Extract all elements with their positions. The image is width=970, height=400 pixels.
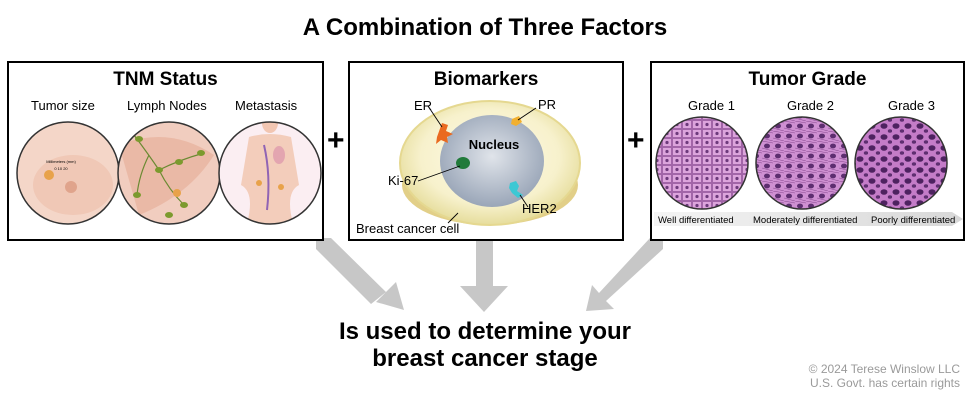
copyright-line-2: U.S. Govt. has certain rights	[809, 376, 960, 390]
lymph-nodes-illustration	[118, 122, 220, 224]
grade-3-tissue	[855, 117, 947, 209]
cell-illustration: Nucleus ER PR Ki-67 HER2 Breast cancer c…	[356, 97, 581, 236]
grade-1-tissue	[656, 117, 748, 209]
poorly-differentiated-label: Poorly differentiated	[871, 215, 955, 226]
nucleus-label: Nucleus	[469, 137, 520, 152]
center-arrow	[460, 241, 508, 312]
differentiation-arrow	[654, 212, 963, 226]
result-line-1: Is used to determine your	[338, 318, 632, 345]
plus-sign-1: +	[327, 124, 345, 157]
result-text: Is used to determine your breast cancer …	[0, 318, 970, 372]
er-marker	[436, 123, 453, 144]
right-arrow	[586, 238, 663, 311]
grade-3-label: Grade 3	[888, 98, 935, 113]
pr-marker	[511, 116, 522, 126]
ruler-unit: Millimeters (mm)	[46, 159, 76, 164]
metastasis-illustration	[219, 122, 321, 224]
tumor-grade-panel: Tumor Grade Grade 1 Grade 2 Grade 3	[650, 61, 965, 241]
tumor-size-label: Tumor size	[31, 98, 95, 113]
biomarkers-title: Biomarkers	[433, 69, 539, 90]
biomarkers-panel: Biomarkers Nucleus	[348, 61, 624, 241]
er-label: ER	[414, 98, 432, 113]
moderately-differentiated-label: Moderately differentiated	[753, 215, 857, 226]
ruler-ticks: 0 10 20	[54, 166, 68, 171]
grade-2-tissue	[756, 117, 848, 209]
grade-1-label: Grade 1	[688, 98, 735, 113]
her2-label: HER2	[522, 201, 557, 216]
pr-label: PR	[538, 97, 556, 112]
tnm-illustrations: Millimeters (mm) 0 10 20	[16, 121, 322, 225]
grade-2-label: Grade 2	[787, 98, 834, 113]
plus-sign-2: +	[627, 124, 645, 157]
lymph-nodes-label: Lymph Nodes	[127, 98, 207, 113]
well-differentiated-label: Well differentiated	[658, 215, 734, 226]
ki67-marker	[456, 157, 470, 169]
tumor-mark	[44, 170, 54, 180]
main-title: A Combination of Three Factors	[302, 14, 668, 41]
metastasis-label: Metastasis	[235, 98, 298, 113]
her2-marker	[509, 181, 523, 198]
grade-illustrations: Well differentiated Moderately different…	[654, 116, 963, 226]
left-arrow	[316, 238, 404, 310]
tnm-panel: TNM Status Tumor size Lymph Nodes Metast…	[7, 61, 324, 241]
ki67-label: Ki-67	[388, 173, 418, 188]
breast-cancer-cell-label: Breast cancer cell	[356, 221, 459, 236]
copyright: © 2024 Terese Winslow LLC U.S. Govt. has…	[809, 362, 960, 390]
tumor-grade-title: Tumor Grade	[748, 69, 867, 90]
breast-illustration: Millimeters (mm) 0 10 20	[17, 122, 119, 224]
tnm-title: TNM Status	[113, 69, 218, 90]
result-line-2: breast cancer stage	[372, 345, 598, 372]
copyright-line-1: © 2024 Terese Winslow LLC	[808, 362, 960, 376]
